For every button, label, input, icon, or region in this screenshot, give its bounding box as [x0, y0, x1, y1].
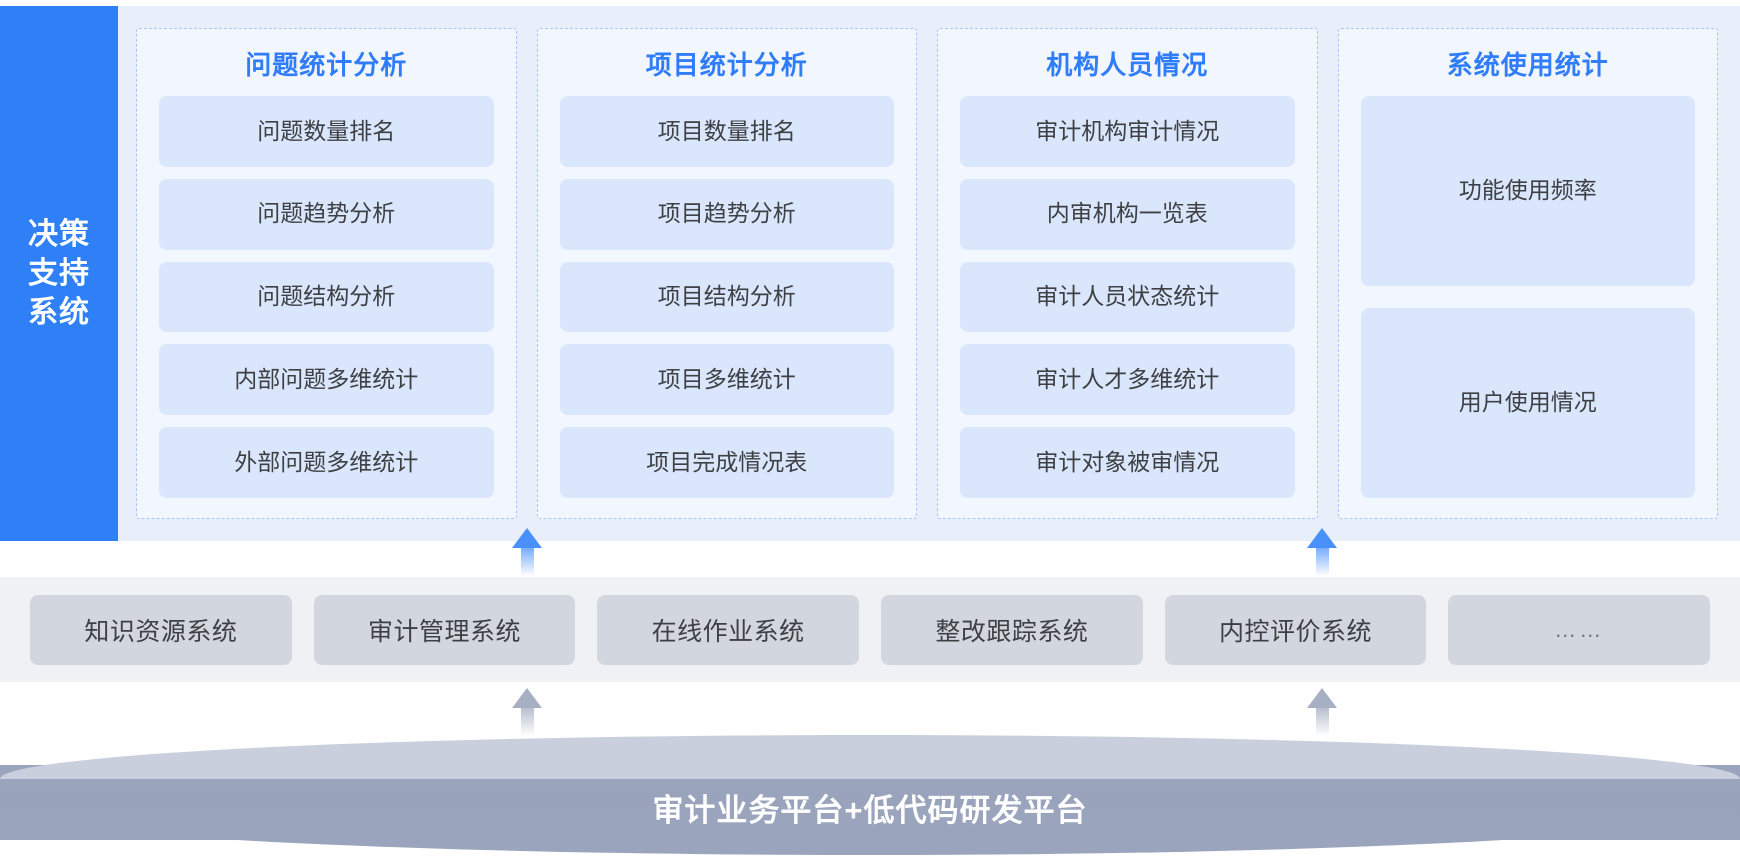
group-item-list: 功能使用频率 用户使用情况: [1360, 96, 1695, 498]
decision-support-sidebar-label: 决策 支持 系统: [28, 215, 90, 332]
arrow-shaft: [1316, 706, 1329, 736]
arrow-shaft: [521, 706, 534, 736]
group-item-list: 项目数量排名 项目趋势分析 项目结构分析 项目多维统计 项目完成情况表: [559, 96, 894, 498]
source-systems-band: 知识资源系统 审计管理系统 在线作业系统 整改跟踪系统 内控评价系统 ……: [0, 577, 1740, 682]
group-title: 问题统计分析: [245, 50, 408, 80]
source-system-card[interactable]: 在线作业系统: [597, 594, 860, 665]
decision-support-band: 决策 支持 系统 问题统计分析 问题数量排名 问题趋势分析 问题结构分析 内部问…: [0, 6, 1740, 541]
group-item[interactable]: 项目多维统计: [559, 344, 894, 416]
platform-label: 审计业务平台+低代码研发平台: [652, 792, 1088, 828]
group-title: 项目统计分析: [645, 50, 808, 80]
decision-support-panel: 问题统计分析 问题数量排名 问题趋势分析 问题结构分析 内部问题多维统计 外部问…: [118, 6, 1740, 541]
arrow-head: [512, 688, 542, 708]
group-item-list: 问题数量排名 问题趋势分析 问题结构分析 内部问题多维统计 外部问题多维统计: [159, 96, 494, 498]
platform-cylinder: 审计业务平台+低代码研发平台: [0, 735, 1740, 860]
arrow-shaft: [521, 546, 534, 576]
source-system-card[interactable]: 内控评价系统: [1164, 594, 1427, 665]
group-item[interactable]: 功能使用频率: [1360, 96, 1695, 286]
group-item[interactable]: 内部问题多维统计: [159, 344, 494, 416]
arrow-head: [1307, 688, 1337, 708]
arrow-up-gray-right-icon: [1307, 688, 1337, 736]
source-system-card[interactable]: 整改跟踪系统: [881, 594, 1143, 665]
group-item[interactable]: 审计人才多维统计: [960, 344, 1295, 416]
group-organization-personnel: 机构人员情况 审计机构审计情况 内审机构一览表 审计人员状态统计 审计人才多维统…: [937, 28, 1318, 519]
group-system-usage-statistics: 系统使用统计 功能使用频率 用户使用情况: [1337, 28, 1718, 519]
arrow-up-gray-left-icon: [512, 688, 542, 736]
decision-support-sidebar: 决策 支持 系统: [0, 6, 118, 541]
platform-top-ellipse: [0, 735, 1740, 779]
group-item[interactable]: 项目数量排名: [559, 96, 894, 167]
arrow-shaft: [1316, 546, 1329, 576]
group-title: 机构人员情况: [1046, 50, 1209, 80]
group-problem-statistics: 问题统计分析 问题数量排名 问题趋势分析 问题结构分析 内部问题多维统计 外部问…: [136, 28, 517, 519]
group-item-list: 审计机构审计情况 内审机构一览表 审计人员状态统计 审计人才多维统计 审计对象被…: [960, 96, 1295, 498]
group-item[interactable]: 项目完成情况表: [559, 427, 894, 498]
arrow-head: [512, 528, 542, 548]
group-item[interactable]: 审计人员状态统计: [960, 261, 1295, 333]
group-item[interactable]: 审计对象被审情况: [960, 427, 1295, 498]
arrow-up-blue-left-icon: [512, 528, 542, 576]
group-item[interactable]: 问题数量排名: [159, 96, 494, 167]
group-item[interactable]: 问题趋势分析: [159, 178, 494, 250]
group-item[interactable]: 项目趋势分析: [559, 178, 894, 250]
group-item[interactable]: 审计机构审计情况: [960, 96, 1295, 167]
arrow-up-blue-right-icon: [1307, 528, 1337, 576]
group-project-statistics: 项目统计分析 项目数量排名 项目趋势分析 项目结构分析 项目多维统计 项目完成情…: [536, 28, 917, 519]
group-item[interactable]: 项目结构分析: [559, 261, 894, 333]
group-item[interactable]: 外部问题多维统计: [159, 427, 494, 498]
group-item[interactable]: 内审机构一览表: [960, 178, 1295, 250]
group-item[interactable]: 问题结构分析: [159, 261, 494, 333]
group-item[interactable]: 用户使用情况: [1360, 308, 1695, 498]
source-system-card[interactable]: 审计管理系统: [313, 594, 576, 665]
source-system-card-more[interactable]: ……: [1448, 594, 1711, 665]
sidebar-label-line-3: 系统: [28, 296, 90, 329]
sidebar-label-line-2: 支持: [28, 257, 90, 290]
source-system-card[interactable]: 知识资源系统: [30, 594, 292, 665]
arrow-head: [1307, 528, 1337, 548]
group-title: 系统使用统计: [1446, 50, 1609, 80]
sidebar-label-line-1: 决策: [28, 218, 90, 251]
